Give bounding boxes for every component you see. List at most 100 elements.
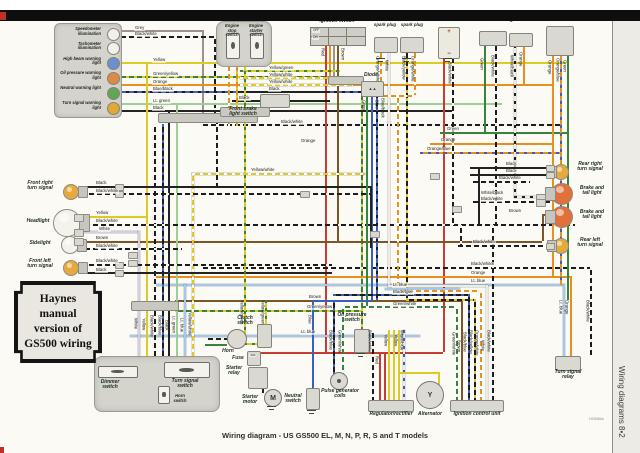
wire-lavender — [138, 231, 140, 356]
component-label: Headlight — [26, 218, 50, 224]
wire-label: Green/white — [337, 330, 343, 354]
wire-label: Red — [320, 48, 326, 56]
wire-label: OFF — [312, 28, 321, 33]
wire-label: Lt. blue — [558, 300, 564, 315]
cluster-row: Tachometer illumination — [55, 41, 121, 56]
wire-yellow — [388, 330, 390, 402]
wire-yellow-white — [240, 77, 353, 79]
component-label: Ignition control unit — [453, 411, 501, 417]
wire-white-black — [514, 45, 516, 196]
brake-tail-light-bulb-lower-socket — [545, 210, 556, 224]
wire-label: Brown — [308, 294, 323, 300]
wire-brown — [542, 214, 544, 241]
wire-label: Black/blue — [462, 332, 468, 352]
wire-black-yellow — [474, 299, 476, 402]
wire-label: Brown — [456, 340, 462, 353]
wire-label: Yellow/white — [250, 167, 276, 173]
wire-label: Green/white — [451, 332, 457, 356]
cluster-warning-bulb — [107, 71, 120, 85]
wire-label: Black/white — [470, 261, 494, 267]
wire-label: Yellow/white — [187, 312, 193, 336]
engine-stop-switch-contact — [226, 33, 240, 59]
stub — [115, 191, 124, 198]
headlight-bulb-socket — [79, 214, 90, 232]
wire-black — [86, 272, 332, 274]
wire-label: Yellow — [383, 334, 389, 347]
wire-black-blue — [333, 300, 335, 374]
wire-label: Orange — [300, 138, 317, 144]
wire-label: Orange — [440, 137, 457, 143]
wire-red — [379, 352, 381, 402]
stub — [546, 165, 555, 172]
wire-label: Lt. green — [152, 98, 171, 104]
wire-orange-blue — [420, 152, 560, 154]
wire-black — [470, 167, 548, 169]
diagram-caption: Wiring diagram - US GS500 EL, M, N, P, R… — [222, 431, 429, 440]
wire-green-yellow — [175, 310, 361, 312]
wire-black — [288, 100, 330, 102]
turn-signal-switch-contact — [164, 362, 210, 378]
wire-yellow-green — [240, 70, 340, 72]
cluster-item-label: Turn signal warning light — [62, 100, 101, 110]
wire-brown — [337, 43, 339, 241]
wire-orange — [430, 143, 552, 145]
wire-label: Brown — [508, 208, 523, 214]
wire-label: ON — [312, 35, 319, 40]
wire-lt-blue — [130, 335, 420, 337]
page-margin — [613, 21, 640, 453]
component-label: Front left turn signal — [27, 258, 53, 270]
wire-label: Yellow/white — [268, 72, 294, 78]
wire-red — [325, 43, 327, 352]
cluster-row: High beam warning light — [55, 56, 121, 71]
component-label: Front brake light switch — [229, 106, 257, 118]
wire-black-white — [470, 181, 530, 183]
cluster-warning-bulb — [107, 27, 120, 41]
scan-edge-top — [0, 0, 640, 10]
scan-black-band — [0, 10, 640, 21]
stub — [546, 243, 555, 250]
wire-label: Orange/white — [474, 330, 480, 356]
wire-black — [168, 110, 170, 356]
stub — [536, 199, 546, 207]
cluster-row: Oil pressure warning light — [55, 70, 121, 85]
wire-black — [86, 186, 370, 188]
wire-yellow — [393, 330, 395, 402]
neutral-switch — [306, 388, 320, 410]
component-label: Horn — [222, 348, 234, 354]
wire-orange-white — [380, 50, 382, 95]
wire-yellow-green — [265, 300, 267, 325]
wire-blue — [371, 95, 373, 300]
diode: ▲▲ — [361, 81, 384, 97]
wire-label: White — [384, 60, 390, 71]
connector-bar — [220, 107, 270, 117]
component-label: Engine starter switch — [249, 23, 263, 38]
wire-label: Brown — [340, 48, 346, 61]
wire-yellow — [82, 216, 146, 218]
wire-label: Green/white — [392, 301, 418, 307]
wire-blue-black — [376, 95, 378, 300]
wire-label: Yellow — [95, 210, 110, 216]
component-label: Oil pressure switch — [337, 312, 367, 324]
wire-label: White/blue — [399, 330, 405, 351]
sidestand-switch — [479, 31, 507, 46]
wire-black — [240, 91, 330, 93]
wire-black-white — [82, 248, 182, 250]
wire-black — [262, 387, 264, 393]
wire-label: Blue/black — [152, 86, 174, 92]
wire-label: White/black — [480, 190, 505, 196]
wire-yellow-white — [240, 84, 353, 86]
wire-yellow — [398, 372, 438, 374]
oil-pressure-switch — [354, 329, 370, 353]
wire-label: Black/blue — [157, 315, 163, 335]
wire-lt-green — [118, 103, 502, 105]
turn-signal-relay — [555, 356, 581, 371]
stub — [128, 260, 138, 267]
wire-black — [370, 186, 372, 248]
wire-label: Blue — [374, 100, 380, 109]
wire-label: Black/white — [367, 330, 373, 352]
wire-black-yellow — [406, 50, 408, 299]
wire-orange-white — [397, 95, 399, 290]
cluster-row: Neutral warning light — [55, 85, 121, 100]
stub — [74, 238, 84, 246]
stub — [370, 231, 380, 238]
